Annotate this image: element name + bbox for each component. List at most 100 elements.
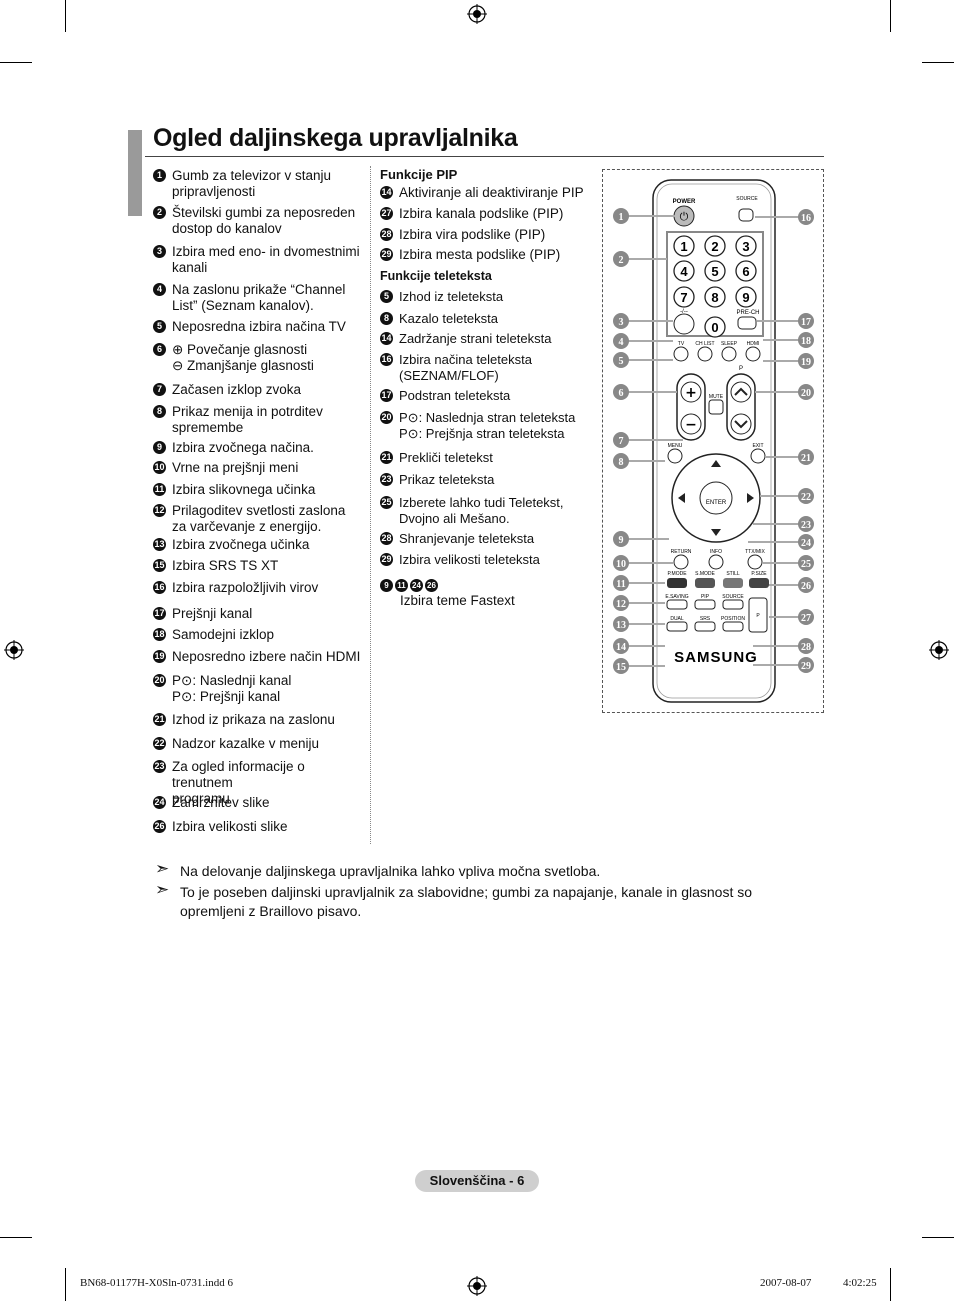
remote-label-esaving: E.SAVING (665, 594, 688, 600)
callout-number: 11 (153, 483, 166, 496)
digit-key-label: 9 (742, 290, 749, 305)
legend-item: 11 Izbira slikovnega učinka (153, 482, 368, 498)
digit-key-2 (704, 235, 726, 257)
remote-brand-logo: SAMSUNG (674, 649, 758, 666)
legend-text: Izhod iz prikaza na zaslonu (172, 712, 335, 727)
note-text: To je poseben daljinski upravljalnik za … (180, 884, 753, 919)
remote-label-mute: MUTE (709, 394, 724, 400)
crop-mark (65, 0, 66, 32)
callout-number: 16 (801, 213, 811, 224)
remote-label-dual: DUAL (670, 616, 684, 622)
legend-text: Izbira SRS TS XT (172, 558, 279, 573)
callout-number: 9 (380, 579, 393, 592)
digit-key-label: 1 (680, 239, 687, 254)
legend-text: Izbira slikovnega učinka (172, 482, 316, 497)
callout-number: 3 (619, 317, 624, 328)
legend-text: Zamrznitev slike (172, 795, 270, 810)
callout-marker (798, 534, 814, 550)
callout-number: 6 (153, 343, 166, 356)
legend-text: P⊙: Naslednja stran teleteksta P⊙: Prejš… (399, 410, 576, 441)
callout-number: 11 (395, 579, 408, 592)
legend-text: Zadržanje strani teleteksta (399, 331, 552, 346)
callout-number: 26 (801, 581, 811, 592)
callout-marker (613, 616, 629, 632)
remote-illustration-frame (602, 169, 824, 713)
legend-text: Izhod iz teleteksta (399, 289, 504, 304)
note-braille: ➣ To je poseben daljinski upravljalnik z… (155, 880, 780, 921)
legend-text: Izbira kanala podslike (PIP) (399, 206, 564, 221)
note-arrow-icon: ➣ (155, 859, 170, 878)
callout-marker (613, 638, 629, 654)
digit-key-label: 8 (711, 290, 718, 305)
callout-number: 24 (410, 579, 423, 592)
callout-number: 27 (801, 613, 811, 624)
crop-mark (922, 62, 954, 63)
remote-label-menu: MENU (668, 443, 683, 449)
callout-number: 29 (380, 248, 393, 261)
footer-time: 4:02:25 (843, 1277, 877, 1289)
callout-marker (798, 657, 814, 673)
callout-marker (613, 208, 629, 224)
callout-number: 22 (153, 737, 166, 750)
callout-number: 14 (380, 332, 393, 345)
legend-item: 5 Izhod iz teleteksta (380, 289, 600, 305)
legend-text: Na zaslonu prikaže “Channel List” (Sezna… (172, 282, 346, 313)
crop-mark (0, 1237, 32, 1238)
legend-text: Za ogled informacije o trenutnem program… (172, 759, 305, 806)
callout-number: 9 (619, 535, 624, 546)
callout-number: 1 (153, 169, 166, 182)
legend-text: Izbira velikosti teleteksta (399, 552, 540, 567)
remote-label-position: POSITION (721, 616, 745, 622)
legend-text: Izbira načina teleteksta (SEZNAM/FLOF) (399, 352, 532, 383)
registration-mark-icon (4, 640, 24, 660)
legend-text: Kazalo teleteksta (399, 311, 499, 326)
callout-number: 9 (153, 441, 166, 454)
fastext-text: Izbira teme Fastext (400, 593, 515, 608)
callout-number: 1 (619, 212, 624, 223)
callout-number: 12 (616, 599, 626, 610)
digit-key-5 (704, 260, 726, 282)
remote-label-p2: P (756, 613, 760, 619)
callout-number: 19 (153, 650, 166, 663)
callout-number: 6 (619, 388, 624, 399)
callout-number: 21 (380, 451, 393, 464)
crop-mark (890, 1268, 891, 1301)
legend-text: Aktiviranje ali deaktiviranje PIP (399, 185, 584, 200)
digit-key-label: 6 (742, 264, 749, 279)
callout-number: 20 (153, 674, 166, 687)
legend-text: Začasen izklop zvoka (172, 382, 302, 397)
column-divider (370, 166, 371, 844)
remote-label-info: INFO (710, 549, 722, 555)
callout-number: 13 (153, 538, 166, 551)
callout-number: 16 (153, 581, 166, 594)
callout-number: 15 (153, 559, 166, 572)
callout-marker (613, 555, 629, 571)
callout-number: 11 (616, 579, 625, 590)
digit-key-0 (704, 316, 726, 338)
legend-text: Prikaz menija in potrditev spremembe (172, 404, 323, 435)
callout-number: 2 (153, 206, 166, 219)
callout-number: 12 (153, 504, 166, 517)
legend-text: Izbira med eno- in dvomestnimi kanali (172, 244, 360, 275)
digit-key-8 (704, 286, 726, 308)
remote-label-dash: -/-- (680, 309, 688, 315)
callout-number: 16 (380, 353, 393, 366)
digit-key-4 (673, 260, 695, 282)
legend-text: Podstran teleteksta (399, 388, 511, 403)
svg-text:+: + (685, 385, 697, 401)
callout-number: 5 (380, 290, 393, 303)
callout-marker (613, 384, 629, 400)
page-number-badge: Slovenščina - 6 (415, 1170, 539, 1192)
